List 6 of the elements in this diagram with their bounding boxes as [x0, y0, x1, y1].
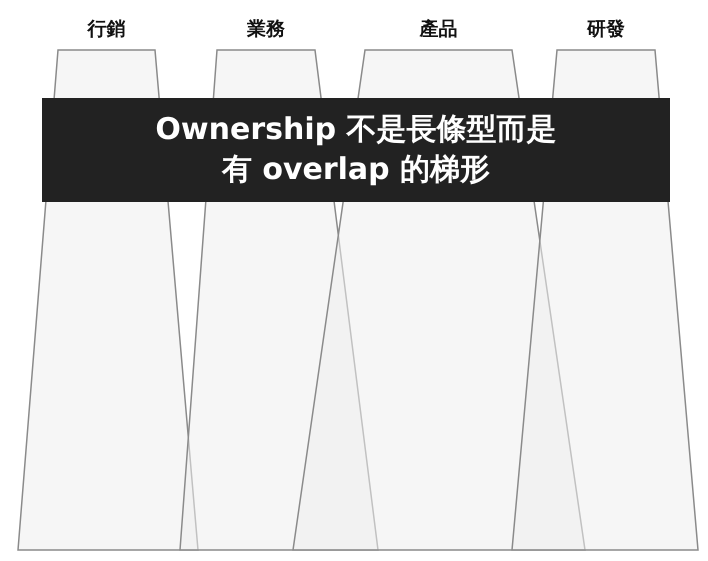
column-heading: 業務 [247, 17, 285, 42]
column-heading: 產品 [420, 17, 458, 42]
banner-text: Ownership 不是長條型而是有 overlap 的梯形 [154, 111, 558, 189]
title-banner [42, 98, 670, 202]
column-heading: 研發 [587, 17, 625, 42]
column-heading: 行銷 [88, 17, 126, 42]
